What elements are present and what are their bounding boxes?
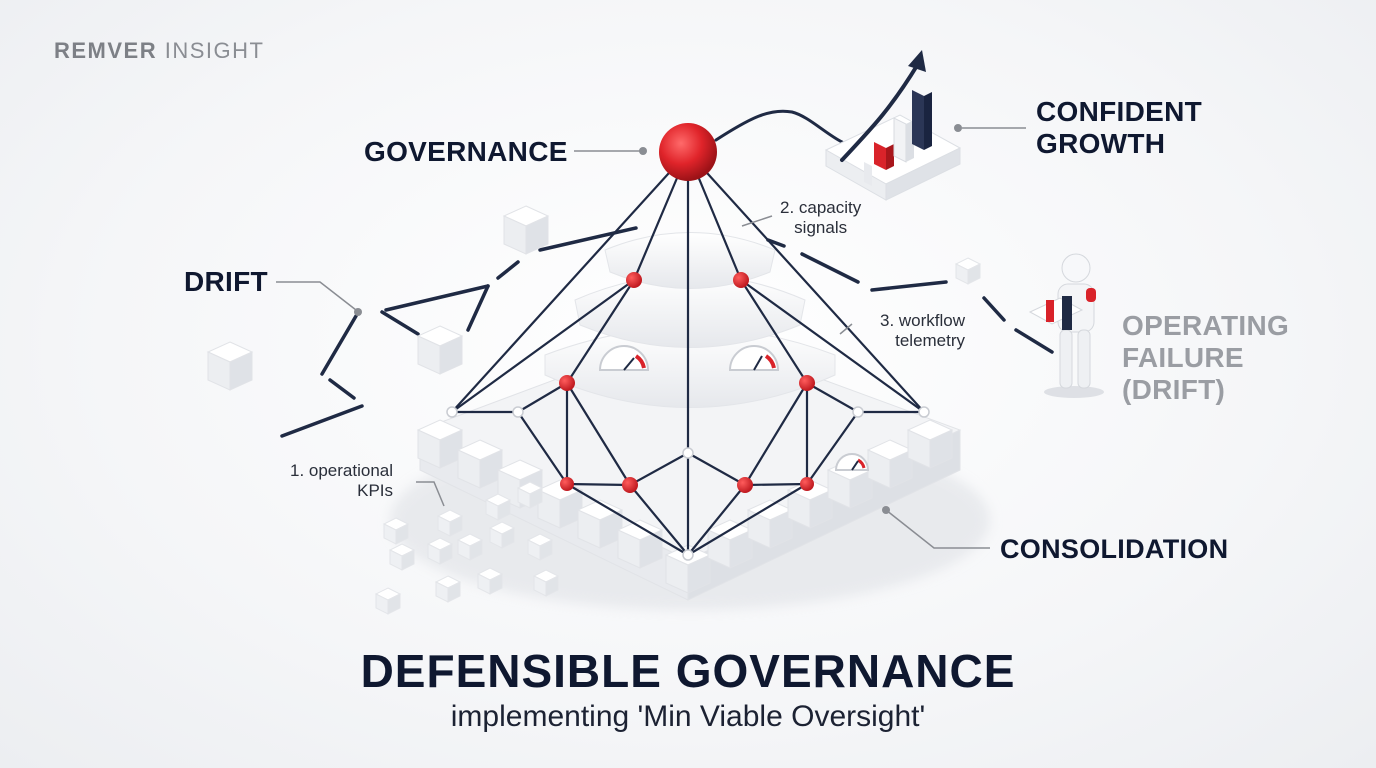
figure-icon [1028, 253, 1104, 398]
drift-lines-left [280, 226, 638, 438]
workflow-telemetry-line2: telemetry [895, 331, 966, 350]
governance-node [659, 123, 717, 181]
brand-logo: REMVER INSIGHT [54, 38, 265, 63]
confident-growth-line2: GROWTH [1036, 128, 1166, 159]
gauge-icon [834, 453, 870, 471]
main-title: DEFENSIBLE GOVERNANCE [360, 645, 1016, 697]
red-nodes [559, 272, 815, 493]
operating-failure-line3: (DRIFT) [1122, 374, 1226, 405]
workflow-telemetry-label: 3. workflow telemetry [880, 311, 965, 351]
confident-growth-line1: CONFIDENT [1036, 96, 1203, 127]
leader-dots [354, 124, 962, 514]
governance-label: GOVERNANCE [364, 136, 568, 167]
gauge-icon [728, 345, 780, 371]
operating-failure-label: OPERATING FAILURE (DRIFT) [1122, 310, 1289, 406]
capacity-signals-label: 2. capacity signals [780, 198, 861, 238]
operational-kpis-label: 1. operational KPIs [290, 461, 393, 501]
white-nodes [446, 406, 930, 561]
subtitle: implementing 'Min Viable Oversight' [450, 700, 926, 733]
confident-growth-label: CONFIDENT GROWTH [1036, 96, 1202, 160]
gauge-icon [598, 345, 650, 371]
consolidation-label: CONSOLIDATION [1000, 534, 1229, 564]
drift-label: DRIFT [184, 266, 268, 297]
capacity-signals-line2: signals [794, 218, 848, 237]
operating-failure-line2: FAILURE [1122, 342, 1244, 373]
workflow-telemetry-line1: 3. workflow [880, 311, 966, 330]
drift-lines-right [766, 238, 1054, 354]
growth-connector [714, 109, 844, 144]
leader-lines [276, 127, 1026, 549]
pyramid-tiers [544, 232, 836, 408]
capacity-signals-line1: 2. capacity [780, 198, 862, 217]
operational-kpis-line1: 1. operational [290, 461, 394, 480]
operational-kpis-line2: KPIs [357, 481, 394, 500]
operating-failure-line1: OPERATING [1122, 310, 1290, 341]
cube-base [417, 329, 962, 601]
network-lines [450, 150, 926, 557]
bar-chart-icon [824, 90, 962, 201]
growth-arrow-icon [840, 50, 926, 162]
